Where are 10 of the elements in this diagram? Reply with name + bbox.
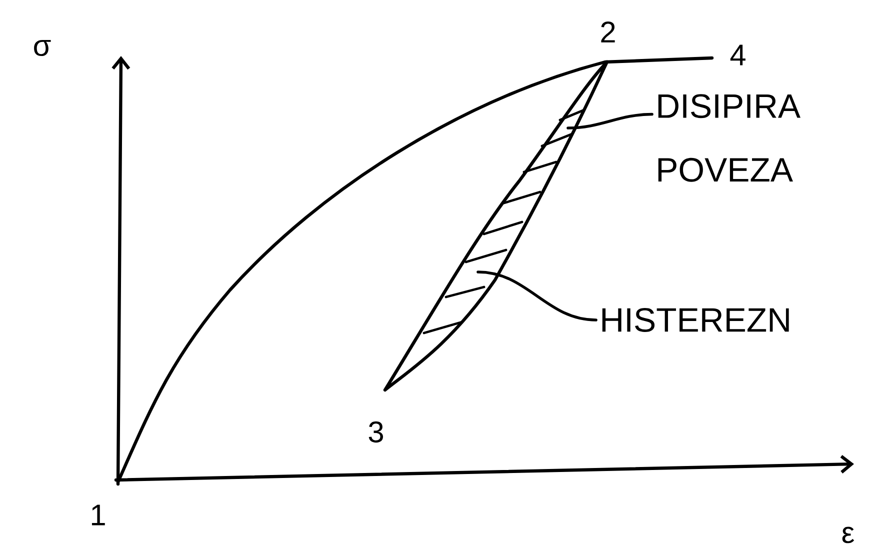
point-label: ε [842, 526, 854, 544]
annotation-text: DISIPIRA POVEZA [658, 94, 800, 182]
point-label: 4 [730, 44, 746, 66]
point-label: 2 [601, 22, 615, 42]
leader-line [476, 270, 598, 322]
point-label: 1 [92, 504, 105, 526]
leader-line [566, 112, 654, 130]
point-label: 3 [368, 421, 383, 443]
point-label: σ [34, 40, 51, 56]
annotation-text: HISTEREZN [602, 308, 789, 332]
